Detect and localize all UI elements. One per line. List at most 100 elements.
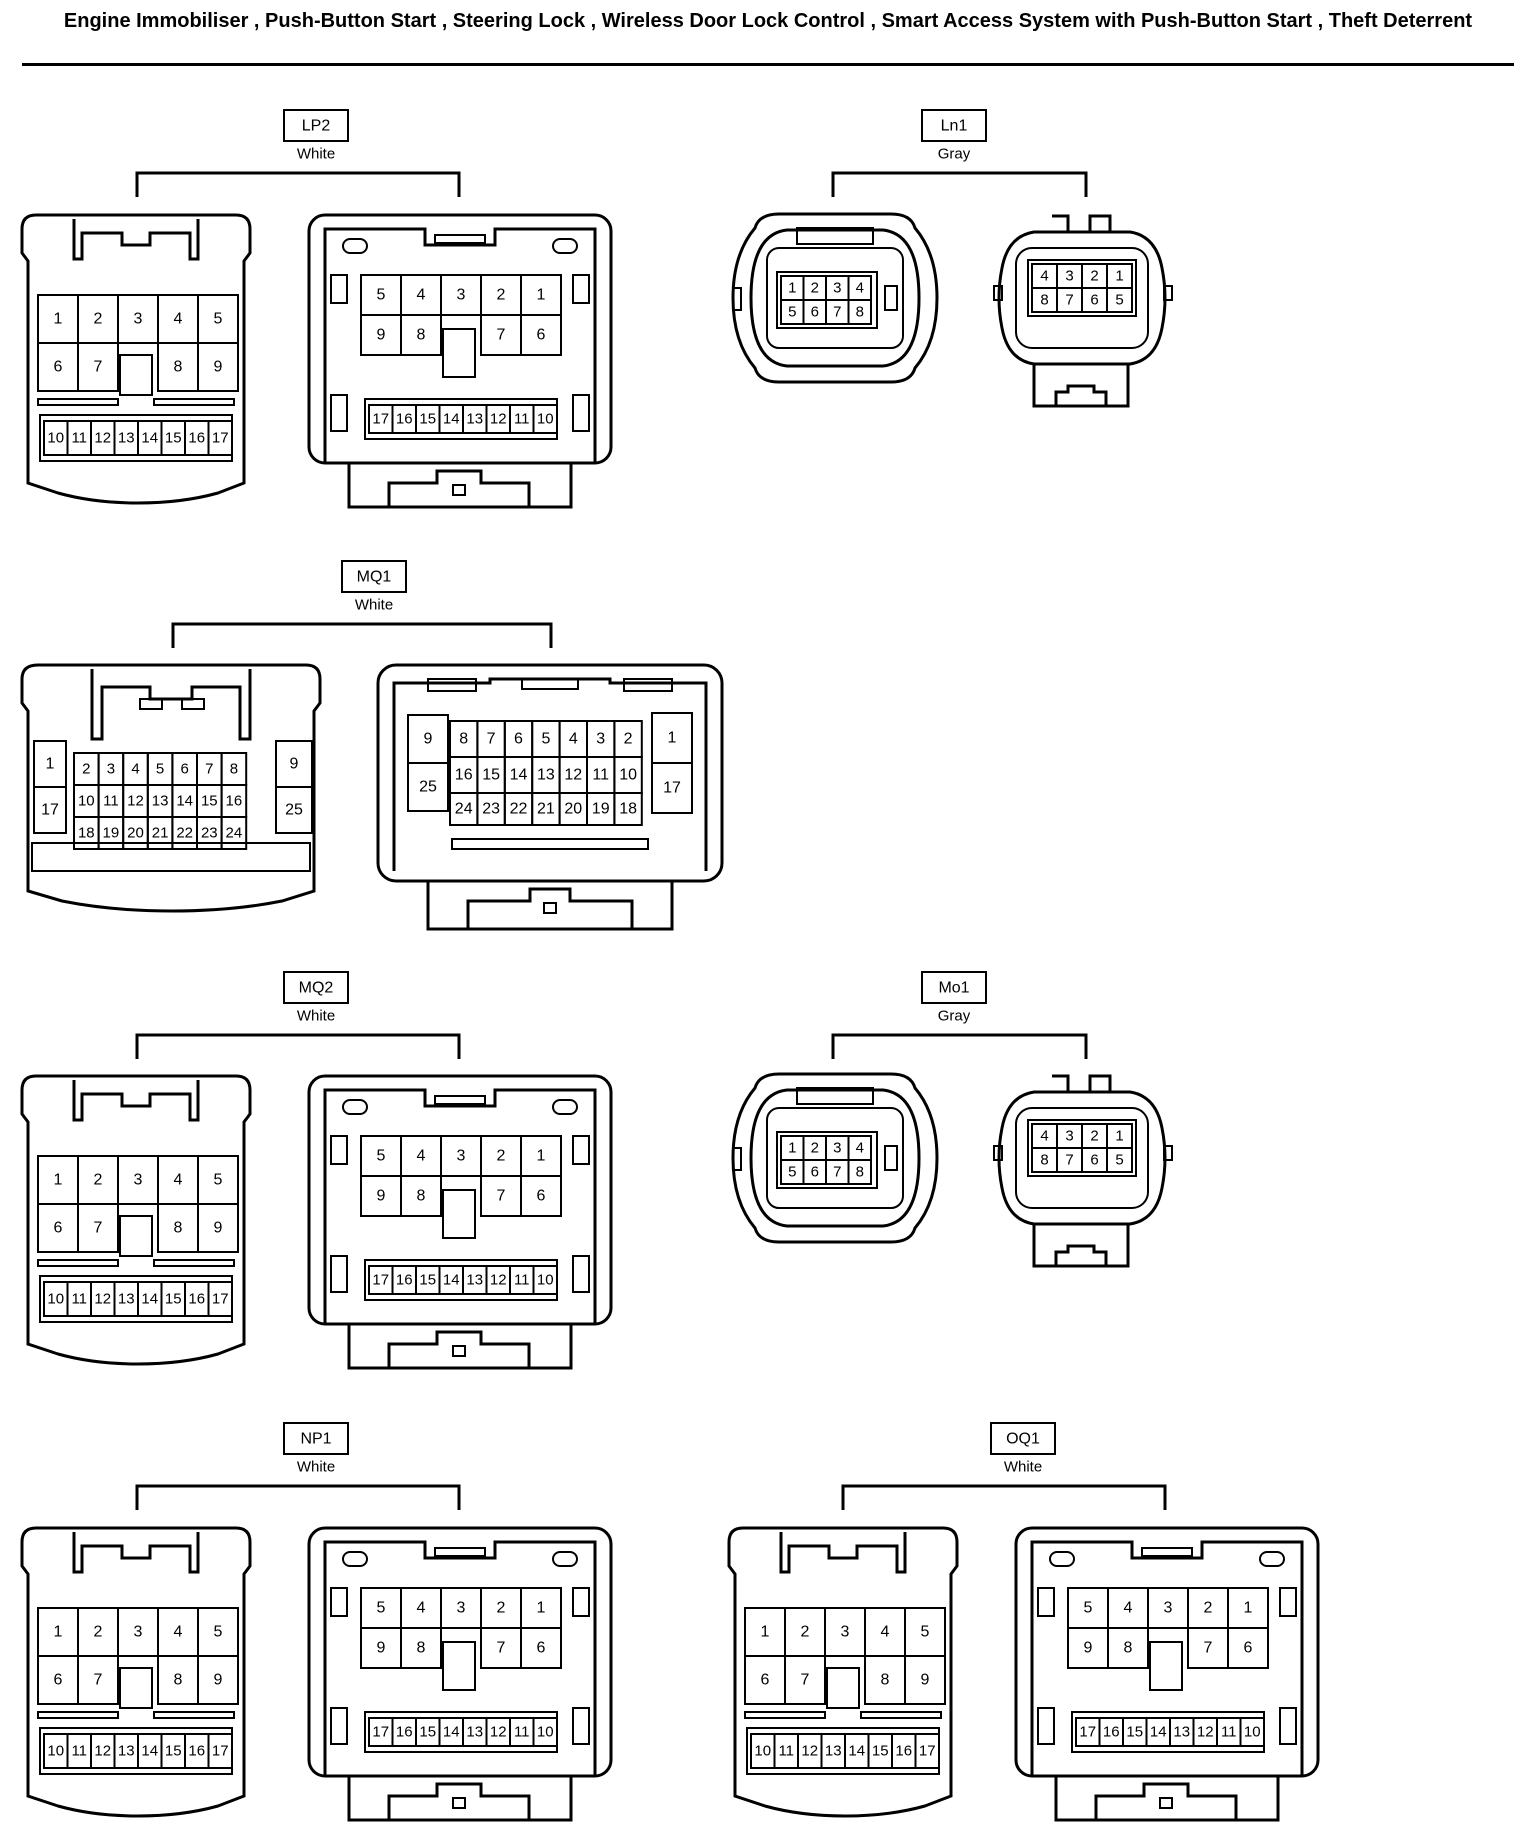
pin-number: 4 <box>131 761 139 778</box>
latch-outline <box>1052 1074 1114 1094</box>
inner-outline <box>323 227 597 463</box>
pin-number: 9 <box>214 1220 223 1237</box>
pin-number: 25 <box>419 779 437 796</box>
pin-cell <box>207 1733 233 1769</box>
housing-outline <box>997 1090 1167 1226</box>
inner-outline <box>766 1107 904 1209</box>
pin-number: 6 <box>537 1640 546 1657</box>
pin-number: 15 <box>165 1743 182 1760</box>
pin-number: 15 <box>165 430 182 447</box>
pin-number: 1 <box>537 1600 546 1617</box>
pin-number: 6 <box>54 1672 63 1689</box>
pin-number: 8 <box>417 327 426 344</box>
pin-cell <box>1106 1147 1133 1173</box>
pin-number: 5 <box>214 1624 223 1641</box>
pin-number: 14 <box>1150 1724 1167 1741</box>
pin-cell <box>400 1627 442 1669</box>
pin-number: 4 <box>856 1140 864 1157</box>
pin-number: 17 <box>372 1724 389 1741</box>
pin-number: 13 <box>466 411 483 428</box>
pin-number: 2 <box>94 311 103 328</box>
pin-cell <box>77 1655 119 1705</box>
guide-slot <box>1279 1587 1297 1617</box>
pin-number: 9 <box>290 756 299 773</box>
pin-number: 5 <box>541 731 550 748</box>
pin-number: 17 <box>41 802 59 819</box>
connector-bracket <box>135 1484 461 1510</box>
latch-slot <box>521 678 579 690</box>
lock-tab <box>452 1345 466 1357</box>
lock-tab <box>1032 1224 1130 1268</box>
lock-tab <box>543 902 557 914</box>
key-slot <box>826 1667 860 1709</box>
guide-slot <box>572 1587 590 1617</box>
pin-cell <box>407 762 449 812</box>
pin-number: 3 <box>841 1624 850 1641</box>
pin-number: 4 <box>1040 268 1048 285</box>
connector-id: Ln1 <box>941 118 968 135</box>
pin-number: 6 <box>181 761 189 778</box>
connector-bracket <box>135 171 461 197</box>
guide-slot <box>330 394 348 432</box>
guide-slot <box>1049 1551 1075 1567</box>
housing-outline <box>376 663 724 883</box>
pin-number: 19 <box>592 801 610 818</box>
pin-number: 13 <box>466 1724 483 1741</box>
connector-tag-box <box>990 1422 1056 1455</box>
pin-number: 3 <box>596 731 605 748</box>
pin-number: 6 <box>1244 1640 1253 1657</box>
connector-id: NP1 <box>300 1431 331 1448</box>
pin-number: 5 <box>1115 1152 1123 1169</box>
guide-slot <box>330 1135 348 1165</box>
pin-number: 1 <box>668 730 677 747</box>
rib <box>153 1711 235 1719</box>
inner-outline <box>1015 247 1149 349</box>
pin-number: 4 <box>1040 1128 1048 1145</box>
guide-slot <box>623 678 673 692</box>
pin-number: 18 <box>78 825 95 842</box>
latch-outline <box>1052 214 1114 234</box>
connector-color: Gray <box>938 1008 971 1025</box>
pin-number: 8 <box>174 359 183 376</box>
pin-number: 17 <box>372 1272 389 1289</box>
connector-tag-box <box>283 1422 349 1455</box>
rib <box>139 698 163 710</box>
pin-number: 4 <box>881 1624 890 1641</box>
pin-number: 15 <box>1126 1724 1143 1741</box>
pin-number: 3 <box>1065 1128 1073 1145</box>
pin-cell <box>914 1733 940 1769</box>
pin-number: 1 <box>1244 1600 1253 1617</box>
connector-bracket <box>841 1484 1167 1510</box>
connector-color: White <box>297 1459 335 1476</box>
pin-number: 25 <box>285 802 303 819</box>
latch-outline <box>72 219 200 261</box>
pin-number: 5 <box>1084 1600 1093 1617</box>
pin-cell <box>33 786 67 834</box>
pin-number: 8 <box>459 731 468 748</box>
latch-slot <box>434 234 486 244</box>
pin-number: 11 <box>71 1743 87 1760</box>
pin-number: 1 <box>788 1140 796 1157</box>
latch-outline <box>796 227 874 245</box>
lock-tab <box>1032 364 1130 408</box>
connector-color: White <box>1004 1459 1042 1476</box>
connector-color: White <box>355 597 393 614</box>
pin-number: 13 <box>537 767 555 784</box>
pin-number: 14 <box>141 1743 158 1760</box>
pin-number: 9 <box>377 1188 386 1205</box>
pin-number: 13 <box>466 1272 483 1289</box>
connector-id: OQ1 <box>1006 1431 1040 1448</box>
pin-number: 22 <box>176 825 193 842</box>
lock-tab <box>1054 1776 1280 1822</box>
pin-number: 3 <box>134 311 143 328</box>
connector-bracket <box>831 1033 1088 1059</box>
pin-number: 12 <box>564 767 582 784</box>
pin-number: 16 <box>226 793 243 810</box>
pin-number: 10 <box>1244 1724 1261 1741</box>
pin-number: 2 <box>497 1148 506 1165</box>
guide-slot <box>572 1707 590 1745</box>
pin-number: 3 <box>457 1600 466 1617</box>
pin-number: 7 <box>487 731 496 748</box>
